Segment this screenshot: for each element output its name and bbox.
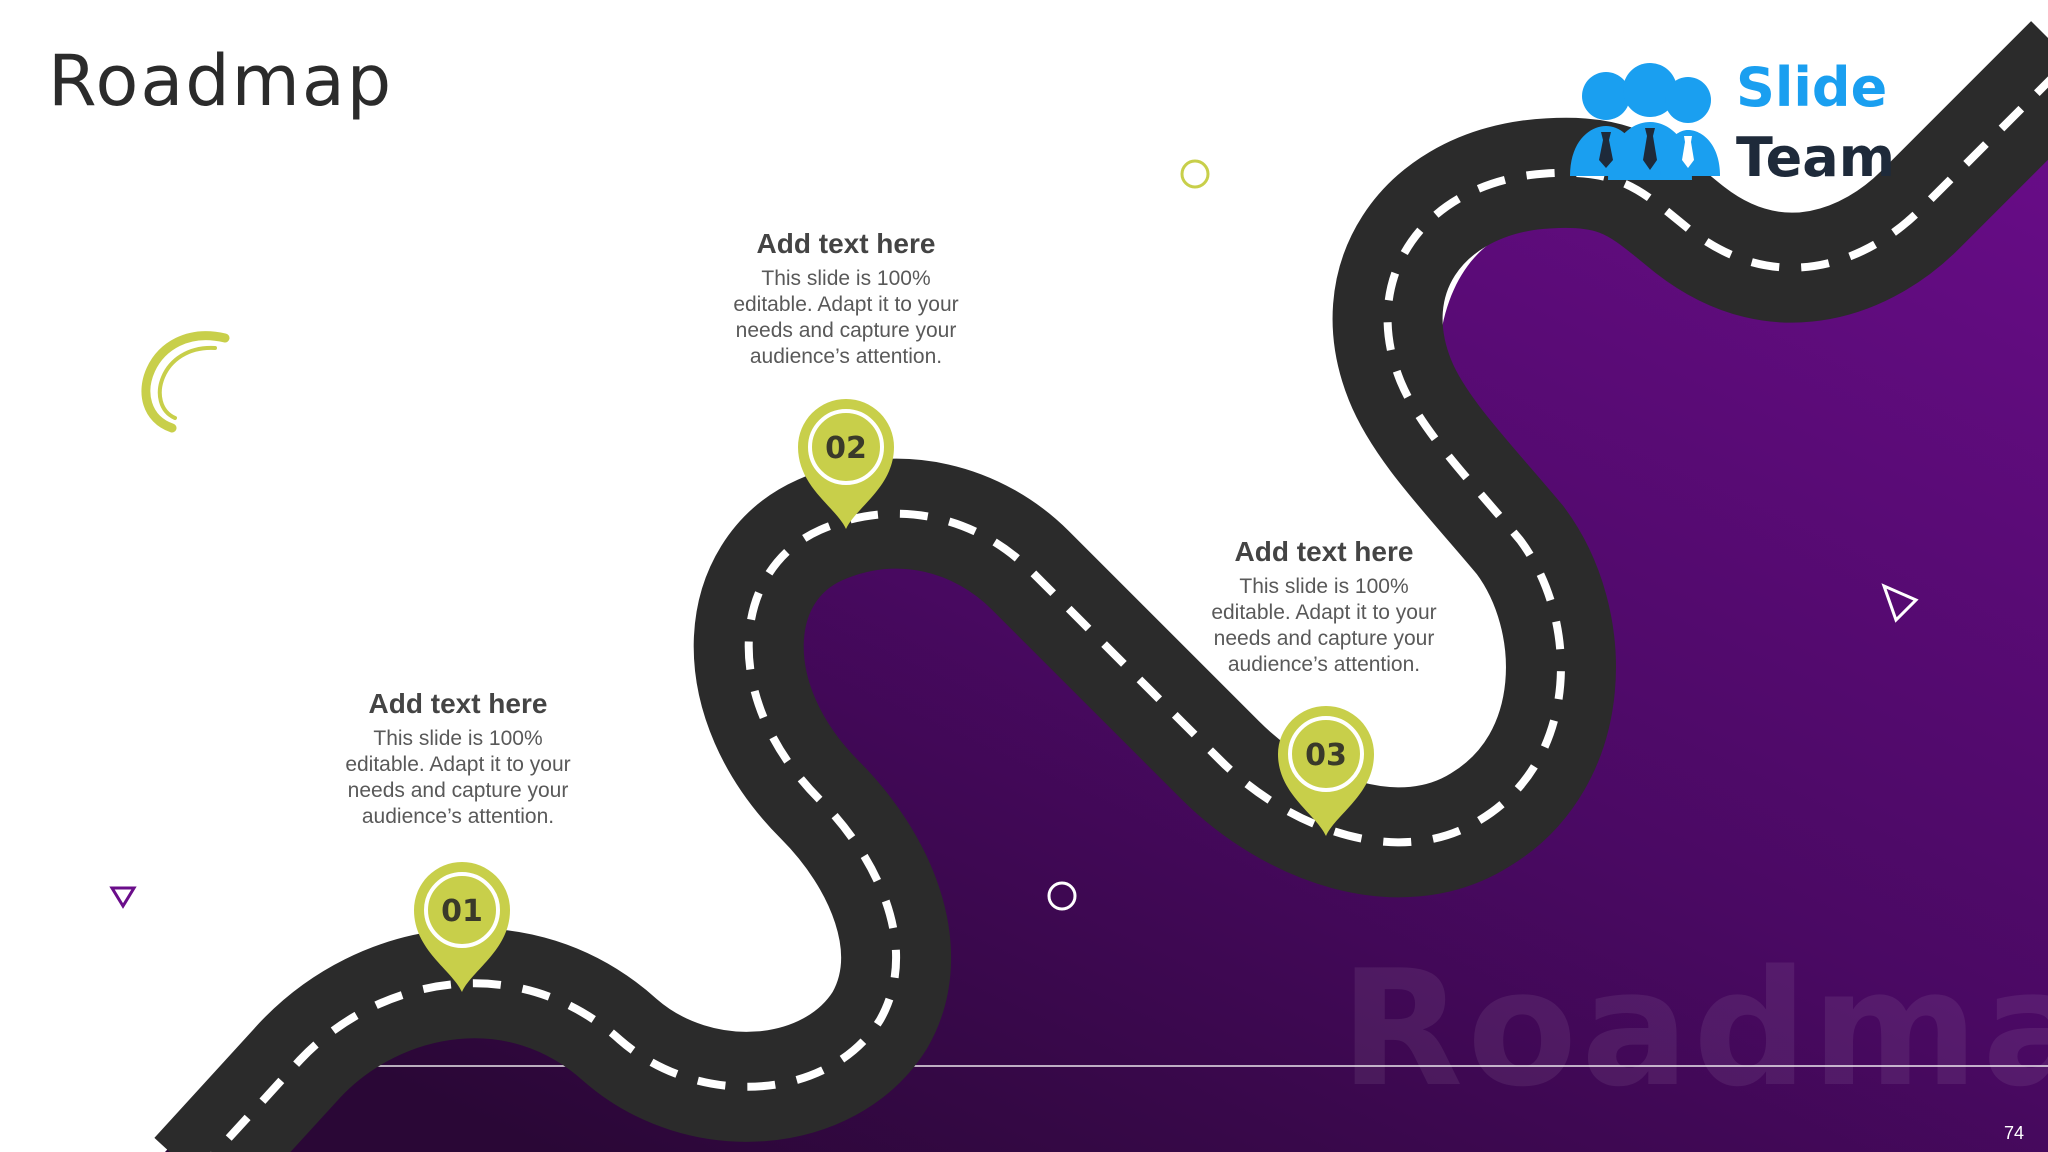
decor-circle-green — [1180, 159, 1210, 189]
milestone-01-body: This slide is 100% editable. Adapt it to… — [345, 727, 571, 828]
slideteam-logo: Slide Team — [1570, 56, 1895, 188]
milestone-03-text: Add text here This slide is 100% editabl… — [1174, 536, 1474, 678]
watermark-text: Roadmap — [1340, 935, 2048, 1122]
pin-03: 03 — [1278, 706, 1374, 836]
purple-background — [165, 80, 2048, 1152]
milestone-03-body: This slide is 100% editable. Adapt it to… — [1211, 575, 1437, 676]
pin-02: 02 — [798, 399, 894, 529]
logo-word-slide: Slide — [1736, 56, 1888, 119]
milestone-03-heading: Add text here — [1234, 536, 1414, 567]
decor-triangle-purple — [109, 886, 137, 909]
decor-arc-green — [141, 331, 230, 433]
milestone-02-text: Add text here This slide is 100% editabl… — [696, 228, 996, 370]
road-lane-markings — [210, 76, 2048, 1152]
pin-01-label: 01 — [441, 894, 483, 929]
milestone-01-text: Add text here This slide is 100% editabl… — [308, 688, 608, 830]
pin-02-label: 02 — [825, 431, 867, 466]
people-icon — [1570, 63, 1720, 180]
decor-circle-white — [1047, 881, 1077, 911]
decor-arc-green-inner — [157, 345, 217, 420]
decor-triangle-white — [1881, 583, 1919, 623]
milestone-02-body: This slide is 100% editable. Adapt it to… — [733, 267, 959, 368]
logo-word-team: Team — [1736, 126, 1895, 189]
page-number: 74 — [2003, 1123, 2024, 1143]
milestone-02-heading: Add text here — [756, 228, 936, 259]
pin-03-label: 03 — [1305, 738, 1347, 773]
milestone-01-heading: Add text here — [368, 688, 548, 719]
page-title: Roadmap — [48, 40, 394, 122]
pin-01: 01 — [414, 862, 510, 992]
